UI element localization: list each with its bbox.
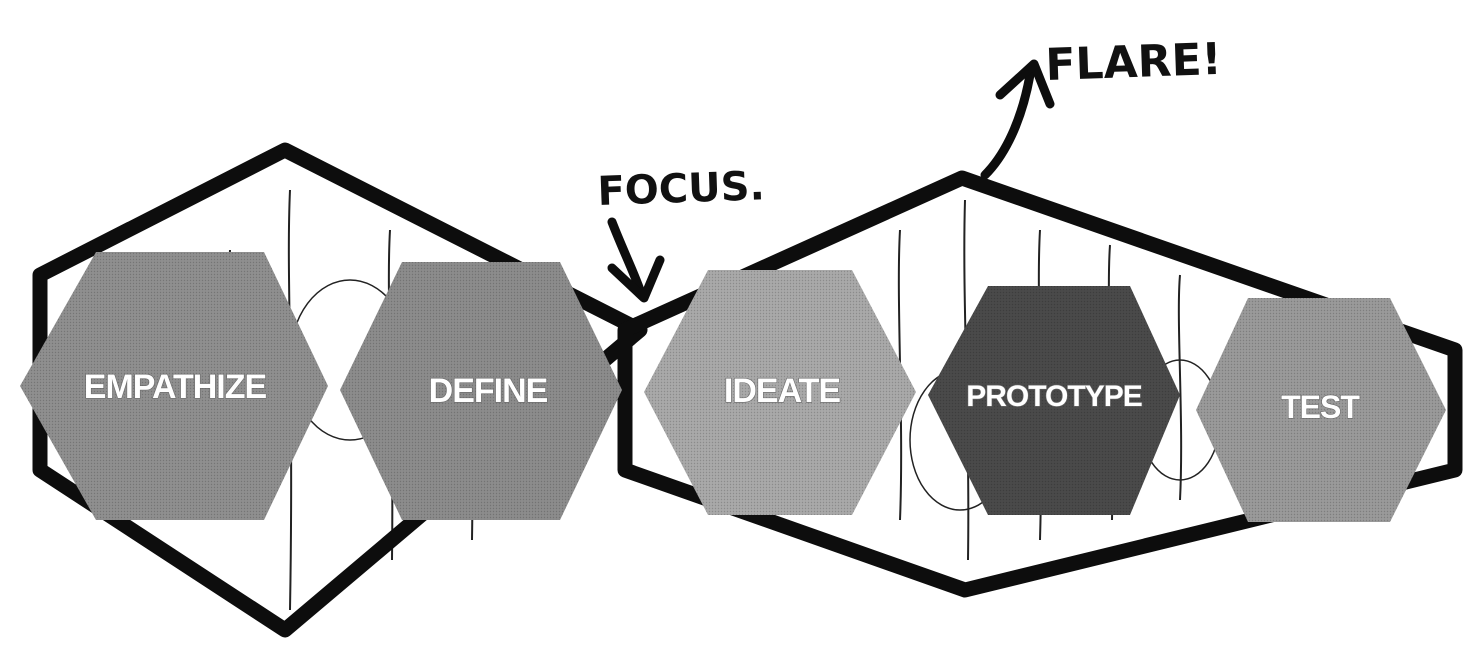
- hexagon-texture: [928, 286, 1180, 515]
- flare-arrowhead-icon: [995, 59, 1055, 109]
- hexagon-test: TEST: [1196, 298, 1446, 522]
- hexagon-ideate: IDEATE: [644, 270, 916, 515]
- hexagon-texture: [644, 270, 916, 515]
- hexagon-label: EMPATHIZE: [84, 368, 267, 406]
- flare-label: FLARE!: [1045, 34, 1223, 91]
- hexagon-prototype: PROTOTYPE: [928, 286, 1180, 515]
- stage-hexagons: EMPATHIZE DEFINE IDEATE PROTOTYPE TEST: [20, 252, 1446, 522]
- hexagon-texture: [1196, 298, 1446, 522]
- hexagon-empathize: EMPATHIZE: [20, 252, 328, 520]
- hexagon-label: PROTOTYPE: [966, 380, 1141, 413]
- hexagon-label: DEFINE: [429, 372, 548, 410]
- hexagon-label: IDEATE: [724, 372, 840, 410]
- hexagon-label: TEST: [1281, 389, 1360, 425]
- focus-arrow-icon: [607, 217, 645, 295]
- flare-arrow-icon: [980, 70, 1035, 180]
- focus-label: FOCUS.: [597, 163, 766, 215]
- focus-annotation: FOCUS.: [597, 163, 766, 303]
- hexagon-texture: [340, 262, 622, 520]
- hexagon-define: DEFINE: [340, 262, 622, 520]
- flare-diamond-outline: [617, 170, 1463, 598]
- flare-annotation: FLARE!: [980, 34, 1223, 180]
- focus-arrowhead-icon: [607, 255, 665, 303]
- hexagon-texture: [20, 252, 328, 520]
